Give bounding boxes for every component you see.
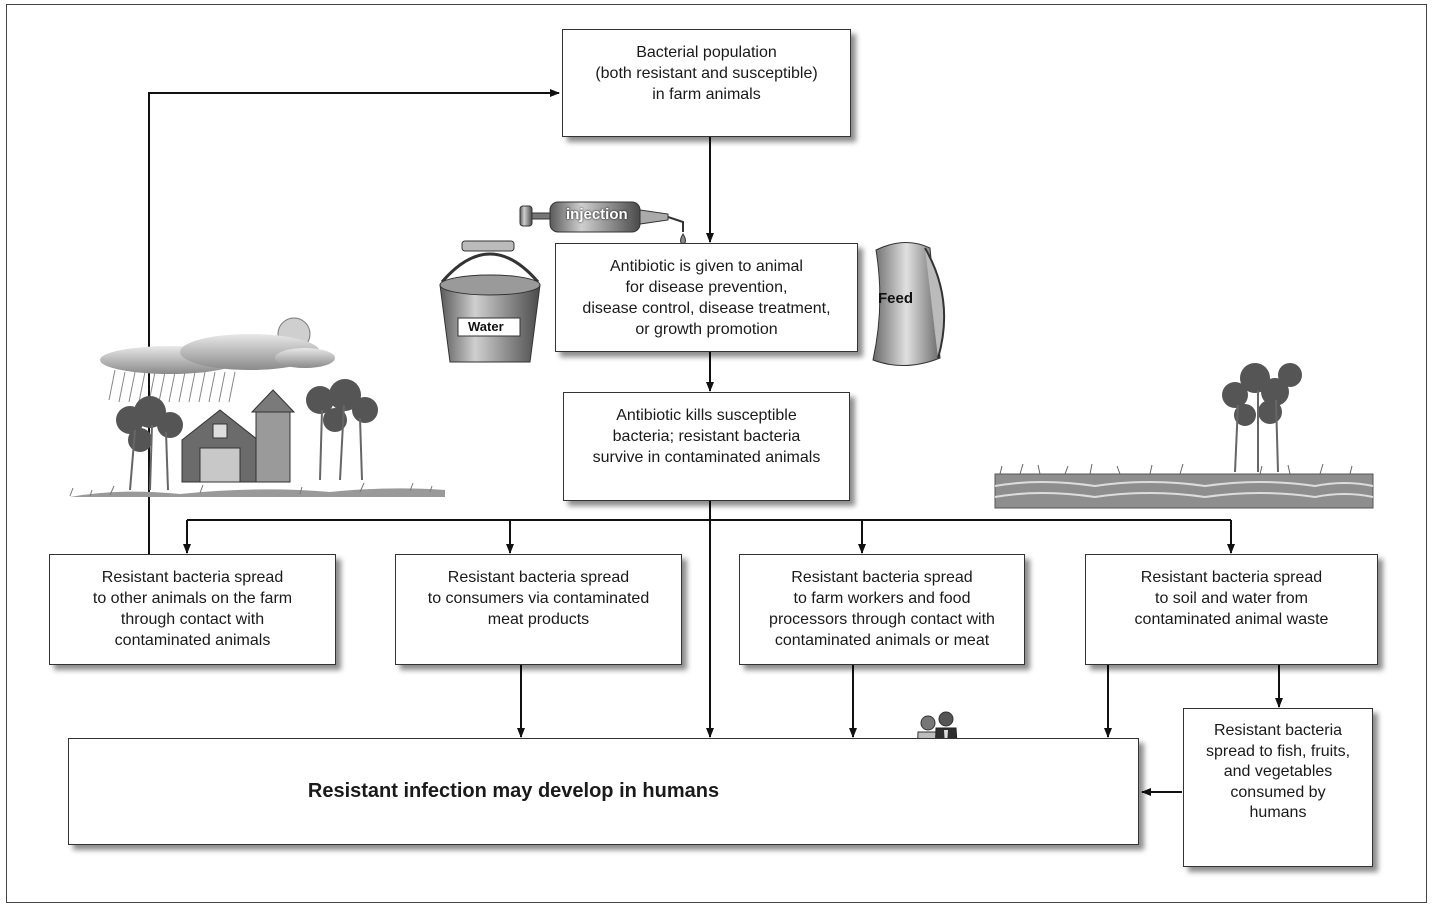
injection-label: injection xyxy=(566,206,628,223)
feed-label: Feed xyxy=(878,290,914,307)
box-spread-consumers: Resistant bacteria spread to consumers v… xyxy=(395,554,682,665)
box-spread-consumers-text: Resistant bacteria spread to consumers v… xyxy=(427,569,650,628)
box-spread-workers: Resistant bacteria spread to farm worker… xyxy=(739,554,1025,665)
box-bacterial-population-text: Bacterial population (both resistant and… xyxy=(595,44,818,103)
box-antibiotic-given: Antibiotic is given to animal for diseas… xyxy=(555,243,858,352)
water-label: Water xyxy=(468,319,504,334)
box-resistant-infection: Resistant infection may develop in human… xyxy=(68,738,1139,845)
box-antibiotic-kills-text: Antibiotic kills susceptible bacteria; r… xyxy=(592,407,821,466)
box-spread-food-text: Resistant bacteria spread to fish, fruit… xyxy=(1205,722,1351,821)
box-antibiotic-given-text: Antibiotic is given to animal for diseas… xyxy=(582,258,831,338)
box-spread-animals-text: Resistant bacteria spread to other anima… xyxy=(92,569,293,649)
box-spread-workers-text: Resistant bacteria spread to farm worker… xyxy=(769,569,995,649)
soil-water-illustration xyxy=(994,363,1374,509)
farm-illustration xyxy=(69,317,445,497)
connector-lines xyxy=(148,89,1283,796)
box-spread-food: Resistant bacteria spread to fish, fruit… xyxy=(1183,708,1373,867)
box-spread-soil-text: Resistant bacteria spread to soil and wa… xyxy=(1134,569,1329,628)
box-resistant-infection-text: Resistant infection may develop in human… xyxy=(307,780,720,802)
box-bacterial-population: Bacterial population (both resistant and… xyxy=(562,29,851,137)
box-spread-soil: Resistant bacteria spread to soil and wa… xyxy=(1085,554,1378,665)
feed-bag-icon xyxy=(872,242,946,367)
box-spread-animals: Resistant bacteria spread to other anima… xyxy=(49,554,336,665)
figure-frame xyxy=(6,4,1427,903)
injection-syringe-icon xyxy=(519,201,686,245)
box-antibiotic-kills: Antibiotic kills susceptible bacteria; r… xyxy=(563,392,850,501)
water-bucket-icon xyxy=(439,240,541,363)
